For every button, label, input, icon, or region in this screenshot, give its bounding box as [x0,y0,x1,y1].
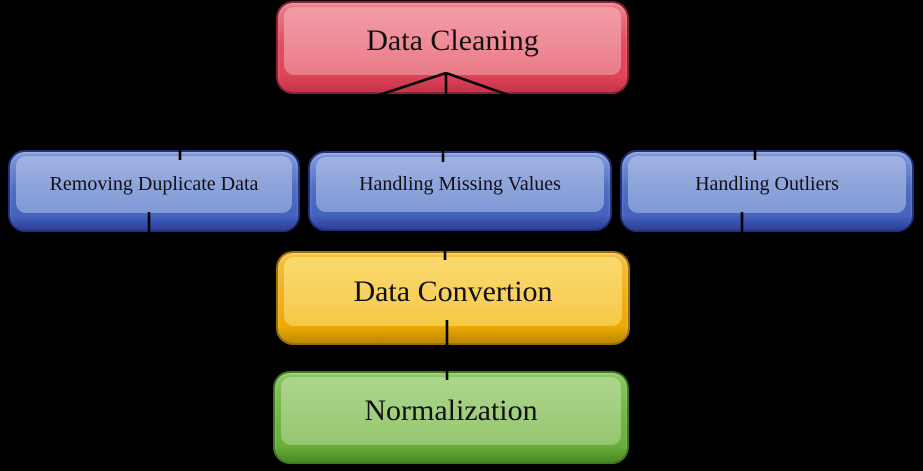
node-handling-missing-values: Handling Missing Values [310,153,610,229]
node-removing-duplicate-data-label: Removing Duplicate Data [16,156,292,213]
node-data-cleaning: Data Cleaning [278,3,627,92]
node-handling-outliers: Handling Outliers [622,152,912,230]
node-handling-missing-values-label: Handling Missing Values [316,157,604,212]
node-data-convertion: Data Convertion [278,253,628,343]
node-normalization-label: Normalization [281,377,621,445]
node-data-convertion-label: Data Convertion [284,257,622,326]
node-removing-duplicate-data: Removing Duplicate Data [10,152,298,230]
node-handling-outliers-label: Handling Outliers [628,156,906,213]
node-normalization: Normalization [275,373,627,462]
node-data-cleaning-label: Data Cleaning [284,7,621,75]
